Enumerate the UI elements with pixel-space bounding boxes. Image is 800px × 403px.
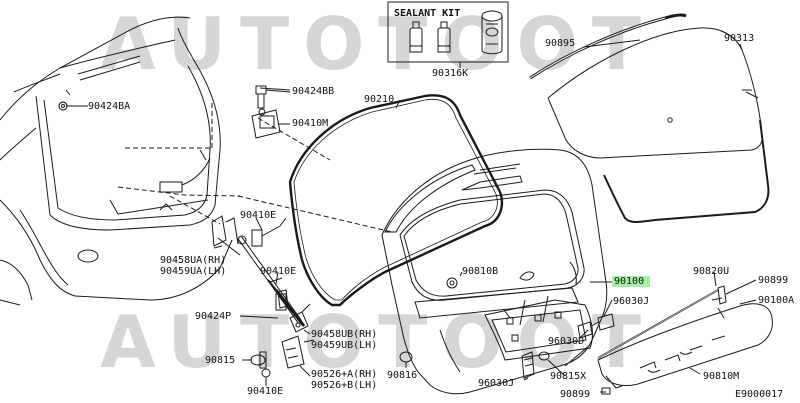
callout-90410E-top[interactable]: 90410E: [240, 210, 277, 221]
callout-90410E-bottom[interactable]: 90410E: [247, 386, 284, 397]
callout-96030J-bottom[interactable]: 96030J: [478, 378, 515, 389]
callout-90816[interactable]: 90816: [387, 370, 418, 381]
callout-90313[interactable]: 90313: [724, 33, 755, 44]
callout-90458UB[interactable]: 90458UB(RH) 90459UB(LH): [311, 329, 378, 351]
callout-90526[interactable]: 90526+A(RH) 90526+B(LH): [311, 369, 378, 391]
sealant-kit-box: [387, 1, 509, 68]
leader-lines: [213, 39, 757, 393]
callout-90815X[interactable]: 90815X: [550, 371, 587, 382]
finisher: [597, 285, 773, 395]
back-door-glass: [529, 13, 770, 223]
callout-90424P[interactable]: 90424P: [195, 311, 232, 322]
hardware: [58, 85, 615, 386]
callout-90899-bottom[interactable]: 90899: [560, 389, 591, 400]
callout-90316K[interactable]: 90316K: [432, 68, 469, 79]
callout-90410M[interactable]: 90410M: [292, 118, 329, 129]
callout-90458UA-rh: 90458UA(RH): [160, 255, 227, 266]
callout-90815[interactable]: 90815: [205, 355, 236, 366]
callout-96030D[interactable]: 96030D: [548, 336, 585, 347]
callout-90526B-lh: 90526+B(LH): [311, 379, 378, 391]
sealant-kit-title: SEALANT KIT: [394, 8, 461, 19]
callout-90424BA[interactable]: 90424BA: [88, 101, 131, 112]
callout-90210[interactable]: 90210: [364, 94, 395, 105]
callout-90100A[interactable]: 90100A: [758, 295, 795, 306]
callout-90458UA[interactable]: 90458UA(RH) 90459UA(LH): [160, 255, 227, 277]
callout-90526A-rh: 90526+A(RH): [311, 369, 378, 380]
callout-90100-highlighted[interactable]: 90100: [612, 276, 651, 287]
callout-90895[interactable]: 90895: [545, 38, 576, 49]
callout-90410E-mid[interactable]: 90410E: [260, 266, 297, 277]
callout-90459UB-lh: 90459UB(LH): [311, 339, 378, 351]
watermark-top: AUTOTOOT: [100, 2, 655, 86]
callout-90458UB-rh: 90458UB(RH): [311, 329, 378, 340]
callout-90459UA-lh: 90459UA(LH): [160, 265, 227, 277]
diagram-code: E9000017: [735, 389, 784, 400]
watermark-bottom: AUTOTOOT: [100, 300, 655, 384]
callout-96030J-top[interactable]: 96030J: [613, 296, 650, 307]
weatherstrip: [288, 94, 504, 307]
callout-90810B[interactable]: 90810B: [462, 266, 499, 277]
callout-90424BB[interactable]: 90424BB: [292, 86, 335, 97]
leader-dashed: [117, 100, 393, 233]
callout-90820U[interactable]: 90820U: [693, 266, 730, 277]
back-door-panel: [381, 148, 608, 395]
callout-90899-top[interactable]: 90899: [758, 275, 789, 286]
callout-90810M[interactable]: 90810M: [703, 371, 740, 382]
